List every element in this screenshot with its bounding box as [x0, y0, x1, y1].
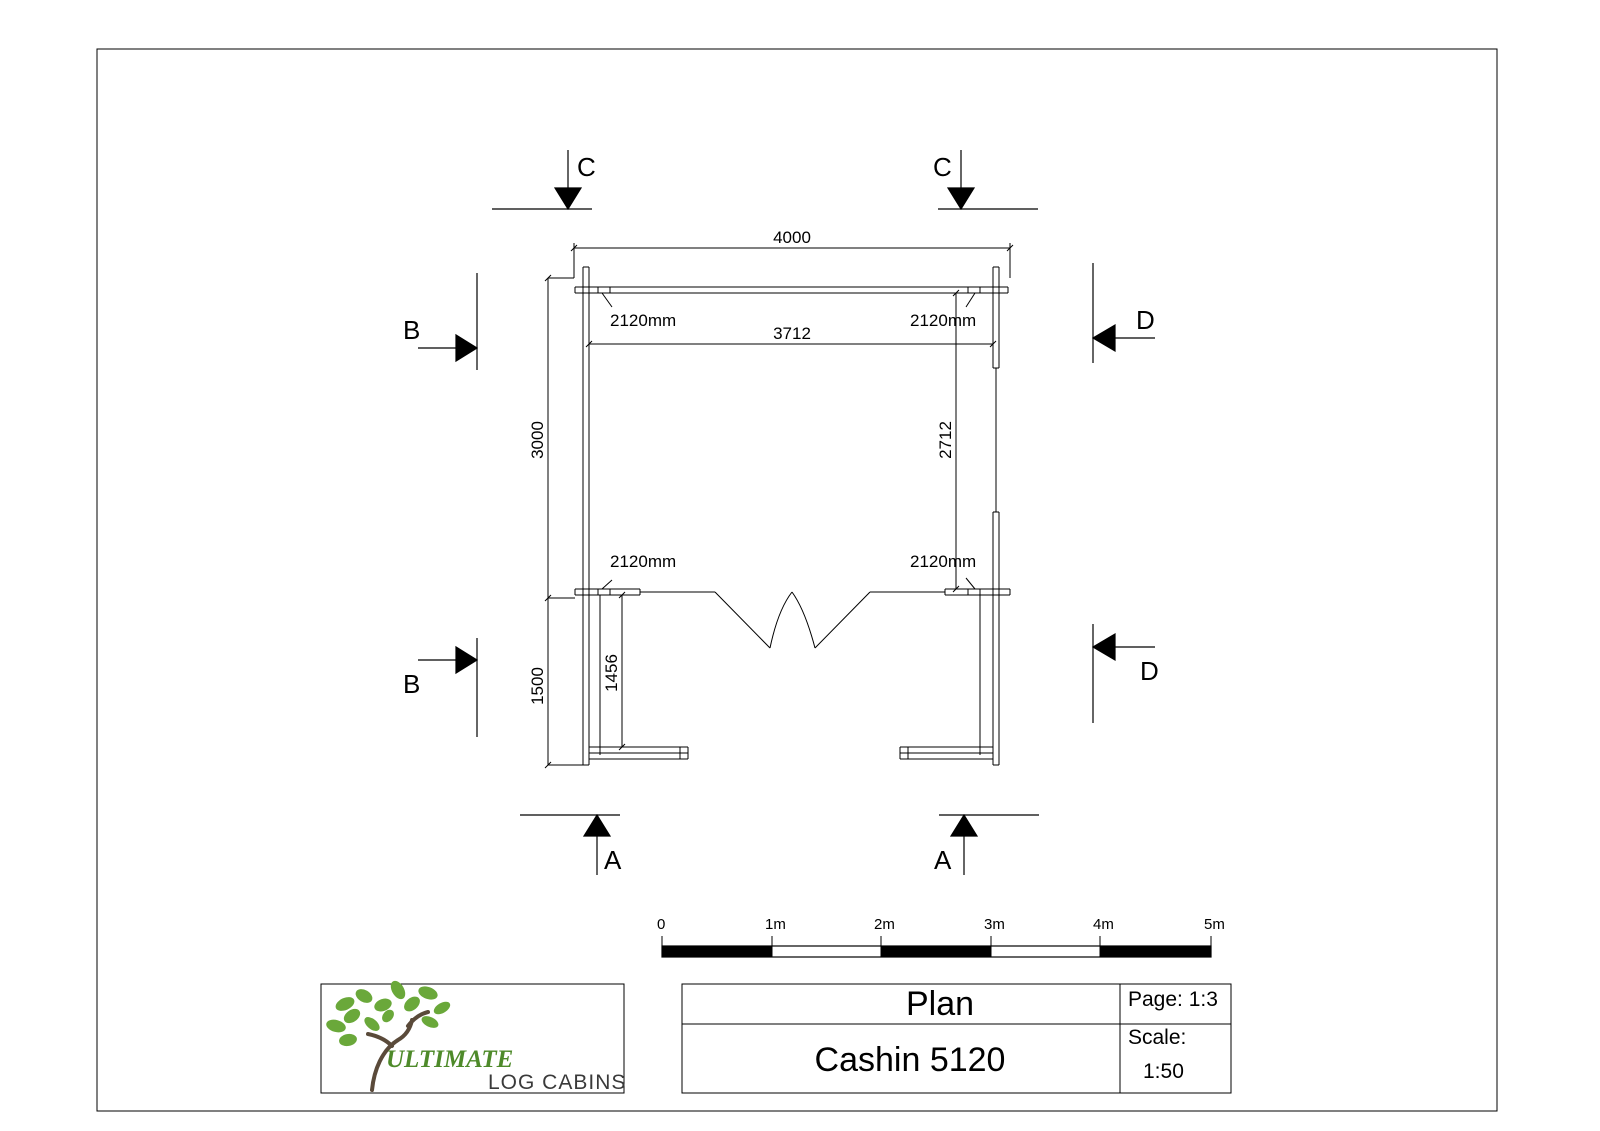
dim-canopy-internal: 1456	[602, 654, 621, 692]
dim-overall-depth: 3000	[528, 421, 547, 459]
section-markers	[418, 150, 1155, 875]
drawing-title: Plan	[906, 985, 974, 1023]
dim-internal-depth: 2712	[936, 421, 955, 459]
dimension-texts: 4000 3712 3000 1500 2712 1456 2120mm 212…	[528, 228, 976, 705]
tree-trunk-icon	[366, 1010, 430, 1092]
company-logo: ULTIMATE LOG CABINS	[320, 980, 626, 1094]
scale-seg-5	[1100, 946, 1211, 957]
corner-posts	[597, 286, 981, 596]
dim-internal-width: 3712	[773, 324, 811, 343]
title-block: Plan Cashin 5120 Page: 1:3 Scale: 1:50	[681, 983, 1232, 1094]
scale-label-1m: 1m	[765, 916, 786, 933]
section-labels: C C B B D D A A	[403, 152, 1159, 875]
scale-label-3m: 3m	[984, 916, 1005, 933]
logo-ultimate-text: ULTIMATE	[386, 1046, 513, 1073]
section-c-right-label: C	[933, 152, 952, 182]
corner-height-bottom-right: 2120mm	[910, 552, 976, 571]
sheet-border	[96, 48, 1498, 1112]
corner-height-top-right: 2120mm	[910, 311, 976, 330]
dimension-lines	[544, 243, 1014, 769]
tree-leaves-icon	[326, 980, 451, 1047]
scale-seg-3	[881, 946, 991, 957]
scale-label-0: 0	[657, 916, 665, 933]
scale-value: 1:50	[1143, 1060, 1184, 1083]
scale-bar: 0 1m 2m 3m 4m 5m	[657, 916, 1225, 958]
product-name: Cashin 5120	[815, 1041, 1006, 1079]
corner-height-top-left: 2120mm	[610, 311, 676, 330]
scale-seg-1	[662, 946, 772, 957]
scale-label-2m: 2m	[874, 916, 895, 933]
scale-label-5m: 5m	[1204, 916, 1225, 933]
logo-log-cabins-text: LOG CABINS	[488, 1071, 626, 1094]
section-a-right-label: A	[934, 845, 952, 875]
page-number: Page: 1:3	[1128, 988, 1218, 1011]
section-c-left-label: C	[577, 152, 596, 182]
section-a-left-label: A	[604, 845, 622, 875]
section-d-top-label: D	[1136, 305, 1155, 335]
scale-label: Scale:	[1128, 1026, 1186, 1049]
double-door	[714, 591, 871, 649]
corner-height-bottom-left: 2120mm	[610, 552, 676, 571]
dim-overall-width: 4000	[773, 228, 811, 247]
section-d-bottom-label: D	[1140, 656, 1159, 686]
section-b-top-label: B	[403, 315, 420, 345]
scale-label-4m: 4m	[1093, 916, 1114, 933]
section-b-bottom-label: B	[403, 669, 420, 699]
dim-canopy-depth: 1500	[528, 667, 547, 705]
